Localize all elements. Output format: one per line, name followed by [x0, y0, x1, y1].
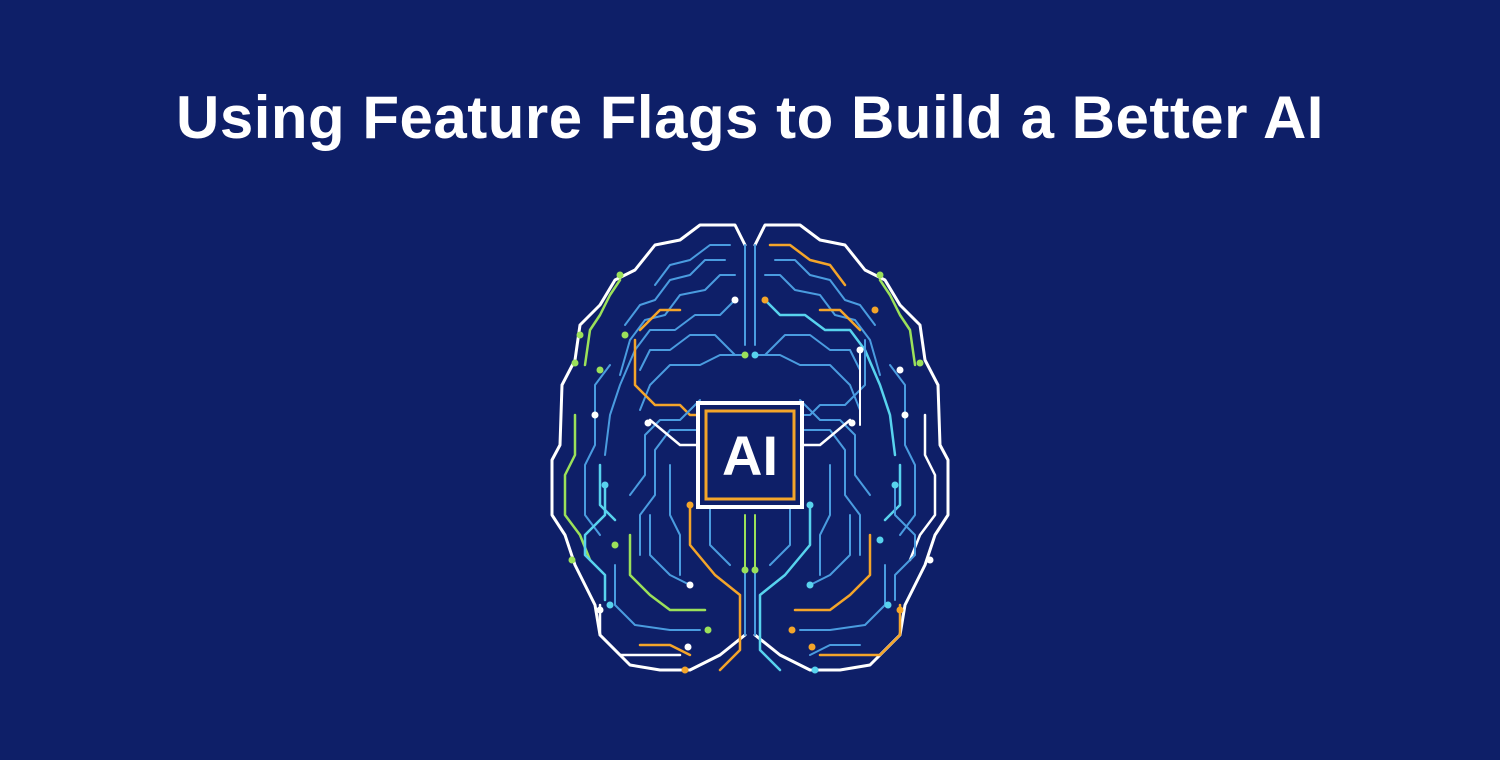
circuit-brain-icon: AI: [550, 223, 950, 674]
chip-label: AI: [722, 424, 778, 487]
ai-chip-icon: [696, 401, 804, 509]
page-title: Using Feature Flags to Build a Better AI: [176, 84, 1324, 151]
